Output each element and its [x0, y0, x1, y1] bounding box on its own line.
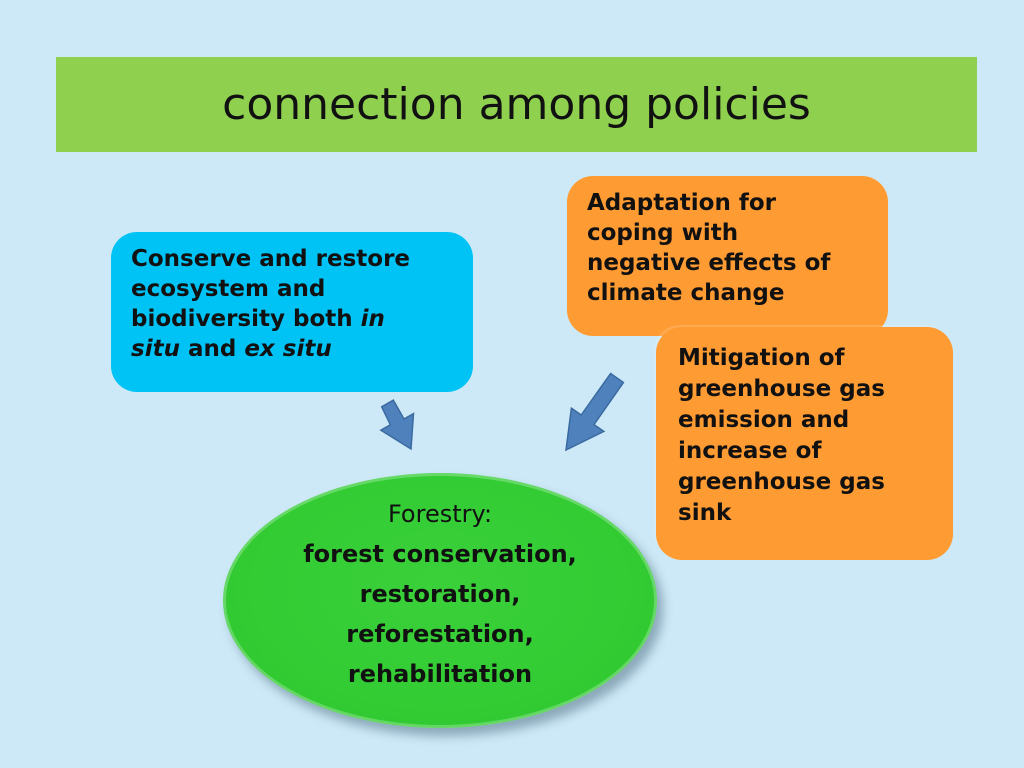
forestry-line: restoration,: [359, 579, 521, 608]
mitigation-line: greenhouse gas: [678, 469, 885, 495]
mitigation-line: sink: [678, 500, 732, 526]
conserve-line-3: biodiversity both in: [131, 304, 455, 334]
adaptation-line: climate change: [587, 280, 785, 306]
conserve-in-italic: in: [360, 306, 385, 332]
conserve-situ-italic: situ: [131, 336, 180, 362]
arrow-from-adaptation-icon: [565, 372, 625, 452]
conserve-line-3-text: biodiversity both: [131, 306, 361, 332]
conserve-line-2: ecosystem and: [131, 276, 326, 302]
adaptation-line: coping with: [587, 220, 739, 246]
mitigation-box: Mitigation of greenhouse gas emission an…: [656, 327, 953, 560]
adaptation-box: Adaptation for coping with negative effe…: [567, 176, 888, 336]
mitigation-line: Mitigation of: [678, 345, 845, 371]
mitigation-line: greenhouse gas: [678, 376, 885, 402]
forestry-line: reforestation,: [346, 619, 534, 648]
forestry-ellipse: Forestry: forest conservation, restorati…: [223, 473, 657, 728]
slide-title: connection among policies: [222, 79, 811, 130]
conserve-and-text: and: [179, 336, 245, 362]
title-bar: connection among policies: [56, 57, 977, 152]
arrow-from-conserve-icon: [379, 399, 415, 451]
mitigation-line: increase of: [678, 438, 822, 464]
forestry-line: rehabilitation: [347, 659, 533, 688]
conserve-ex-situ-italic: ex situ: [244, 336, 332, 362]
adaptation-line: Adaptation for: [587, 190, 776, 216]
conserve-line-4: situ and ex situ: [131, 334, 455, 364]
adaptation-line: negative effects of: [587, 250, 831, 276]
conserve-line-1: Conserve and restore: [131, 246, 411, 272]
conserve-restore-box: Conserve and restore ecosystem and biodi…: [111, 232, 473, 392]
forestry-line: forest conservation,: [303, 539, 577, 568]
forestry-heading: Forestry:: [387, 499, 493, 528]
mitigation-line: emission and: [678, 407, 850, 433]
